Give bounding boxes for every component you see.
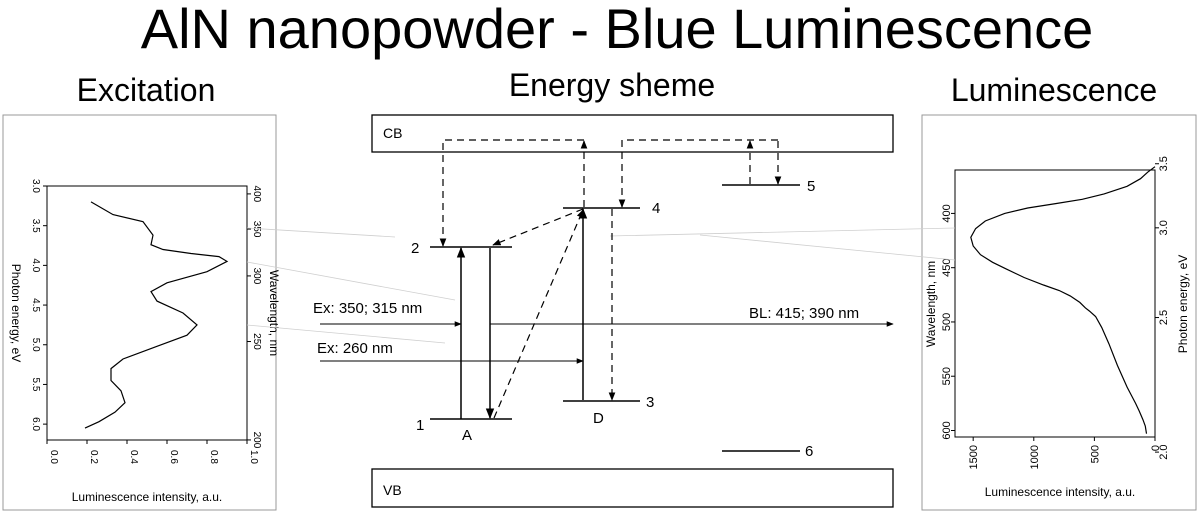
energy-scheme: CB VB 2 1 4 3 5 6 A D Ex: 350 xyxy=(313,114,894,508)
excitation-y-tick-label: 4.0 xyxy=(30,258,41,272)
luminescence-y-tick-label: 600 xyxy=(941,421,953,439)
vb-label: VB xyxy=(383,482,402,498)
excitation-y2-axis-label: Wavelength, nm xyxy=(267,270,281,356)
luminescence-y-tick-label: 500 xyxy=(941,313,953,331)
cb-label: CB xyxy=(383,125,402,141)
guide-line xyxy=(246,261,456,301)
level-4-label: 4 xyxy=(652,200,660,217)
guide-line xyxy=(609,227,956,237)
excitation-x-tick-label: 1.0 xyxy=(248,450,259,464)
ex2-label: Ex: 260 nm xyxy=(317,340,393,357)
excitation-y-tick-label: 6.0 xyxy=(30,417,41,431)
excitation-heading: Excitation xyxy=(77,72,216,108)
excitation-y-tick-label: 3.0 xyxy=(30,179,41,193)
luminescence-y-axis-label: Wavelength, nm xyxy=(924,261,938,347)
luminescence-heading: Luminescence xyxy=(951,72,1157,108)
dashed-cb-to-level-2 xyxy=(439,139,584,247)
excitation-x-axis-label: Luminescence intensity, a.u. xyxy=(72,490,223,504)
dashed-level-1-to-level-4 xyxy=(493,209,584,419)
excitation-curve xyxy=(84,201,229,429)
valence-band xyxy=(371,468,894,508)
excitation-y2-tick-label: 200 xyxy=(251,432,262,449)
luminescence-x-axis-label: Luminescence intensity, a.u. xyxy=(985,485,1136,499)
luminescence-y-tick-label: 450 xyxy=(941,259,953,277)
guide-line xyxy=(246,227,396,238)
excitation-chart: 0.0 0.2 0.4 0.6 0.8 1.0 3.0 3.5 4.0 4.5 5.0 5.5 6.0 4… xyxy=(2,114,281,511)
excitation-y2-tick-label: 300 xyxy=(251,268,262,285)
level-2-label: 2 xyxy=(411,240,419,257)
luminescence-curve xyxy=(970,166,1156,434)
center-a-label: A xyxy=(462,427,472,444)
bl-label: BL: 415; 390 nm xyxy=(749,305,859,322)
center-d-label: D xyxy=(593,410,604,427)
main-title: AlN nanopowder - Blue Luminescence xyxy=(141,0,1094,60)
luminescence-plot-area xyxy=(954,169,1156,438)
guide-lines xyxy=(246,227,956,344)
luminescence-y-tick-label: 400 xyxy=(941,204,953,222)
ex1-label: Ex: 350; 315 nm xyxy=(313,300,422,317)
dashed-cb-to-level-4 xyxy=(618,139,778,208)
excitation-y2-tick-label: 400 xyxy=(251,186,262,203)
luminescence-x-tick-label: 0 xyxy=(1150,445,1162,451)
luminescence-y2-tick-label: 3.5 xyxy=(1158,156,1170,171)
excitation-x-tick-label: 0.4 xyxy=(128,450,139,464)
excitation-y-tick-label: 3.5 xyxy=(30,219,41,233)
luminescence-y2-tick-label: 2.5 xyxy=(1158,310,1170,325)
luminescence-panel-frame xyxy=(921,114,1197,511)
excitation-x-tick-label: 0.2 xyxy=(88,450,99,464)
luminescence-x-tick-label: 1000 xyxy=(1029,445,1041,469)
guide-line xyxy=(699,234,956,261)
energy-scheme-heading: Energy sheme xyxy=(509,67,715,103)
excitation-plot-area xyxy=(46,185,248,441)
excitation-y-tick-label: 4.5 xyxy=(30,298,41,312)
excitation-x-tick-label: 0.8 xyxy=(208,450,219,464)
level-5-label: 5 xyxy=(807,178,815,195)
luminescence-x-tick-label: 1500 xyxy=(968,445,980,469)
level-6-label: 6 xyxy=(805,443,813,460)
excitation-y-tick-label: 5.5 xyxy=(30,377,41,391)
luminescence-y2-tick-label: 3.0 xyxy=(1158,220,1170,235)
luminescence-y2-tick-label: 2.0 xyxy=(1158,444,1170,459)
excitation-y2-tick-label: 350 xyxy=(251,221,262,238)
excitation-y-axis-label: Photon energy, eV xyxy=(9,264,23,363)
luminescence-y2-axis-label: Photon energy, eV xyxy=(1176,255,1190,354)
excitation-panel-frame xyxy=(2,114,277,511)
dashed-level-4-to-level-2 xyxy=(492,208,584,246)
level-1-label: 1 xyxy=(416,417,424,434)
excitation-x-tick-label: 0.6 xyxy=(168,450,179,464)
luminescence-y-tick-label: 550 xyxy=(941,367,953,385)
excitation-x-tick-label: 0.0 xyxy=(48,450,59,464)
guide-line xyxy=(246,324,446,344)
level-3-label: 3 xyxy=(646,394,654,411)
luminescence-x-tick-label: 500 xyxy=(1089,445,1101,463)
excitation-y-tick-label: 5.0 xyxy=(30,338,41,352)
conduction-band xyxy=(371,114,894,153)
excitation-y2-tick-label: 250 xyxy=(251,333,262,350)
